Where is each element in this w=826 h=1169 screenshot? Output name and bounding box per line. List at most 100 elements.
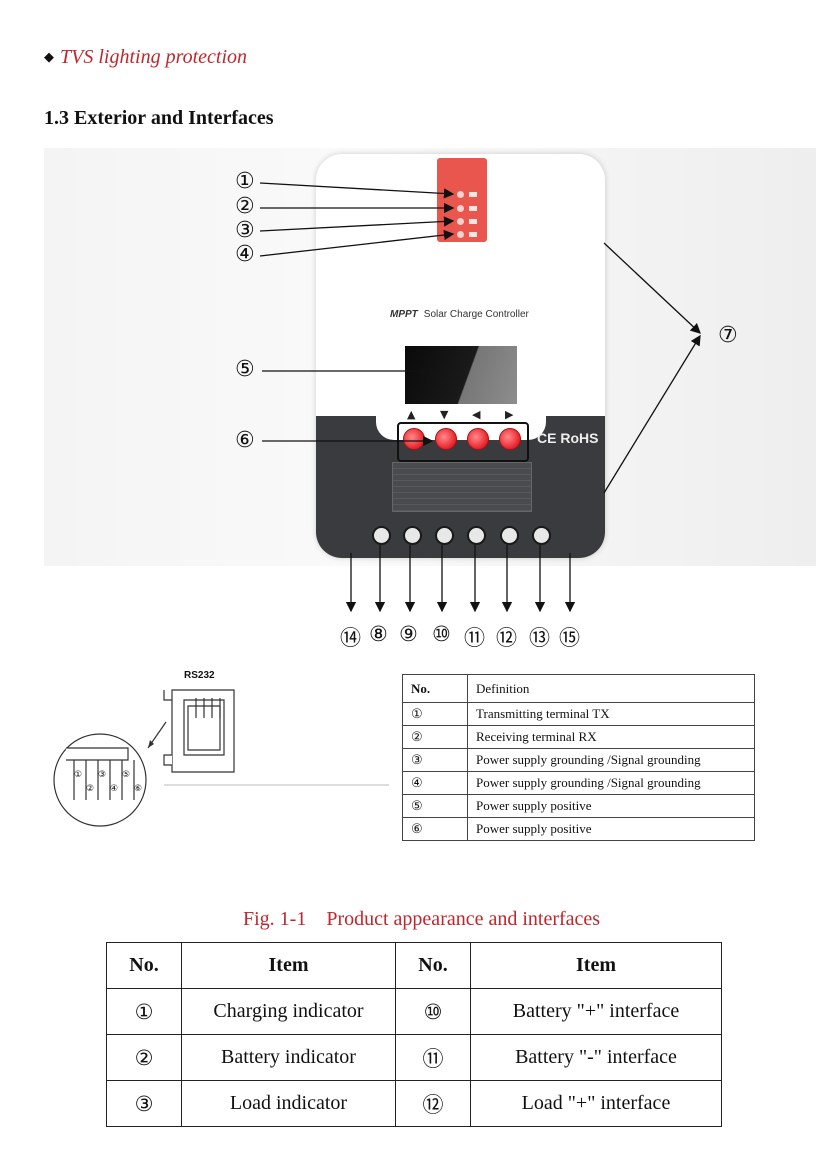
error-led	[457, 231, 464, 238]
row-no-right: ⑫	[395, 1080, 471, 1127]
rs232-pin-1: ①	[74, 770, 83, 780]
header-no-1: No.	[106, 942, 182, 989]
header-definition: Definition	[467, 674, 755, 703]
header-no-2: No.	[395, 942, 471, 989]
row-no-left: ③	[106, 1080, 182, 1127]
callout-10: ⑩	[432, 622, 451, 646]
table-row: ③ Load indicator ⑫ Load "+" interface	[106, 1080, 722, 1127]
table-row: ② Battery indicator ⑪ Battery "-" interf…	[106, 1034, 722, 1081]
rs232-pin-4: ④	[110, 784, 119, 794]
right-button	[499, 428, 521, 450]
terminal-10	[435, 526, 454, 545]
model-label: MPPT Solar Charge Controller	[390, 309, 529, 320]
header-no: No.	[402, 674, 468, 703]
callout-3: ③	[235, 218, 255, 243]
table-row: ① Charging indicator ⑩ Battery "+" inter…	[106, 988, 722, 1035]
header-item-1: Item	[181, 942, 396, 989]
terminal-13	[532, 526, 551, 545]
battery-led	[457, 205, 464, 212]
row-item-left: Charging indicator	[181, 988, 396, 1035]
left-arrow-icon: ◀	[472, 408, 481, 421]
row-definition: Receiving terminal RX	[467, 725, 755, 749]
row-definition: Power supply positive	[467, 817, 755, 841]
right-arrow-icon: ▶	[505, 408, 514, 421]
callout-9: ⑨	[399, 622, 418, 646]
row-item-right: Battery "+" interface	[470, 988, 722, 1035]
callout-11: ⑪	[464, 626, 485, 650]
battery-icon	[469, 206, 477, 211]
row-no-right: ⑪	[395, 1034, 471, 1081]
model-name: Solar Charge Controller	[423, 309, 529, 320]
figure-caption: Fig. 1-1 Product appearance and interfac…	[243, 908, 601, 930]
row-no-right: ⑩	[395, 988, 471, 1035]
row-no-left: ②	[106, 1034, 182, 1081]
down-arrow-icon: ▼	[440, 408, 449, 421]
terminal-9	[403, 526, 422, 545]
callout-2: ②	[235, 194, 255, 219]
terminal-11	[467, 526, 486, 545]
row-item-right: Load "+" interface	[470, 1080, 722, 1127]
row-item-left: Load indicator	[181, 1080, 396, 1127]
rs232-pin-3: ③	[98, 770, 107, 780]
rs232-pin-6: ⑥	[134, 784, 143, 794]
row-item-right: Battery "-" interface	[470, 1034, 722, 1081]
certification-mark: CE RoHS	[537, 430, 599, 446]
callout-4: ④	[235, 242, 255, 267]
feature-text: TVS lighting protection	[60, 46, 248, 68]
indicator-panel	[437, 158, 487, 242]
table-header-row: No. Definition	[402, 674, 755, 703]
row-no: ④	[402, 771, 468, 795]
model-brand: MPPT	[390, 309, 418, 320]
callout-12: ⑫	[496, 626, 517, 650]
callout-arrows	[259, 182, 701, 613]
row-definition: Transmitting terminal TX	[467, 702, 755, 726]
terminal-8	[372, 526, 391, 545]
row-no: ⑤	[402, 794, 468, 818]
row-no-left: ①	[106, 988, 182, 1035]
spec-label-plate	[392, 462, 532, 512]
items-table: No. Item No. Item ① Charging indicator ⑩…	[106, 942, 722, 1127]
row-item-left: Battery indicator	[181, 1034, 396, 1081]
callout-6: ⑥	[235, 428, 255, 453]
header-item-2: Item	[470, 942, 722, 989]
callout-7: ⑦	[718, 323, 738, 348]
row-definition: Power supply grounding /Signal grounding	[467, 771, 755, 795]
sun-icon	[469, 192, 477, 197]
rs232-port-diagram	[53, 689, 389, 827]
callout-15: ⑮	[559, 626, 580, 650]
callout-1: ①	[235, 169, 255, 194]
button-group-frame	[397, 422, 529, 462]
callout-14: ⑭	[340, 626, 361, 650]
down-button	[435, 428, 457, 450]
callout-5: ⑤	[235, 357, 255, 382]
section-heading: 1.3 Exterior and Interfaces	[44, 107, 274, 129]
row-definition: Power supply grounding /Signal grounding	[467, 748, 755, 772]
feature-bullet: ◆ TVS lighting protection	[44, 46, 247, 69]
row-no: ③	[402, 748, 468, 772]
callout-8: ⑧	[369, 622, 388, 646]
rs232-pin-2: ②	[86, 784, 95, 794]
terminal-12	[500, 526, 519, 545]
load-led	[457, 218, 464, 225]
up-arrow-icon: ▲	[407, 408, 416, 421]
diamond-bullet-icon: ◆	[44, 49, 54, 64]
row-no: ①	[402, 702, 468, 726]
left-button	[467, 428, 489, 450]
row-definition: Power supply positive	[467, 794, 755, 818]
row-no: ②	[402, 725, 468, 749]
callout-13: ⑬	[529, 626, 550, 650]
rs232-pin-5: ⑤	[122, 770, 131, 780]
row-no: ⑥	[402, 817, 468, 841]
warning-icon	[469, 232, 477, 237]
rs232-label: RS232	[184, 670, 215, 681]
charging-led	[457, 191, 464, 198]
table-header-row: No. Item No. Item	[106, 942, 722, 989]
bulb-icon	[469, 219, 477, 224]
